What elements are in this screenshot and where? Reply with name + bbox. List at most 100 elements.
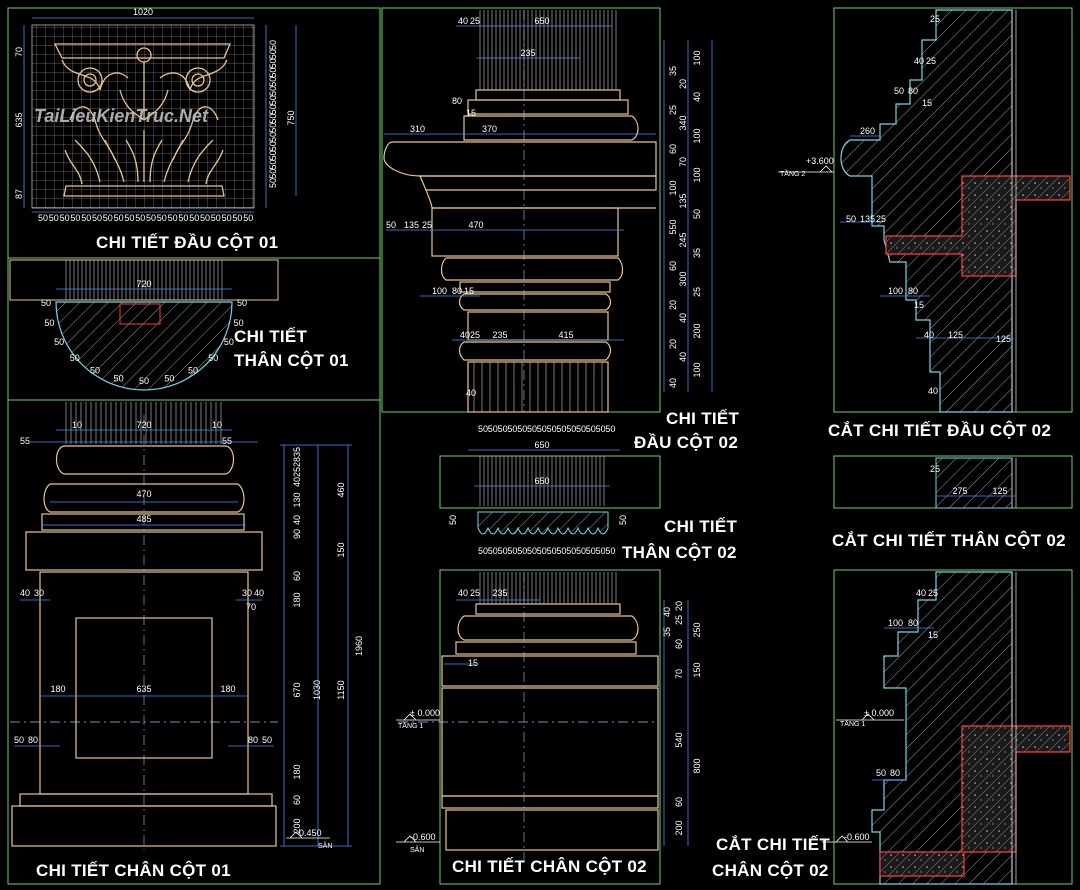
dim-section-base: 100	[888, 618, 903, 628]
dim-base02-right: 250	[692, 622, 702, 637]
dim-sec-shaft-3: 125	[992, 486, 1007, 496]
dim-shaft02-bottom-50: 50	[507, 546, 517, 556]
dim-cap02-bottom-50: 50	[605, 424, 615, 434]
dim-cap02-top-3: 650	[534, 16, 549, 26]
dim-base02-right: 800	[692, 758, 702, 773]
dim-base02-right: 60	[674, 639, 684, 649]
dim-base01-right-1: 25	[292, 467, 302, 477]
dim-shaft01-flute-50: 50	[114, 373, 124, 383]
level-tang1-label-b: TẦNG 1	[840, 718, 865, 728]
dim-cap02-top-4: 235	[520, 48, 535, 58]
level-tang2-label: TẦNG 2	[780, 168, 805, 178]
dim-cap02-w-9: 100	[432, 286, 447, 296]
dim-cap02-bottom-50: 50	[527, 424, 537, 434]
dim-cap02-right: 20	[668, 339, 678, 349]
dim-cap02-w-1: 80	[452, 96, 462, 106]
dim-shaft02-bottom-50: 50	[498, 546, 508, 556]
dim-cap02-right: 70	[678, 157, 688, 167]
dim-base02-top-3: 235	[492, 588, 507, 598]
title-capital-01: CHI TIẾT ĐẦU CỘT 01	[96, 233, 279, 252]
dim-base01-right-1: 670	[292, 682, 302, 697]
dim-cap02-right: 100	[692, 50, 702, 65]
dim-cap01-right-50: 50	[268, 169, 278, 179]
dim-cap02-right: 550	[668, 219, 678, 234]
dim-cap02-w-14: 235	[492, 330, 507, 340]
dim-shaft02-bottom-50: 50	[566, 546, 576, 556]
dim-shaft01-flute-50: 50	[208, 353, 218, 363]
dim-section-capital: 260	[860, 126, 875, 136]
dim-cap02-right: 35	[668, 66, 678, 76]
dim-section-base: 40	[916, 588, 926, 598]
dim-base02-right: 20	[674, 601, 684, 611]
dim-shaft02-side-r: 50	[618, 515, 628, 525]
dim-cap01-bottom-50: 50	[146, 213, 156, 223]
dim-cap02-right: 35	[692, 248, 702, 258]
dim-shaft02-bottom-50: 50	[537, 546, 547, 556]
dim-shaft02-bottom-50: 50	[478, 546, 488, 556]
title-base-01: CHI TIẾT CHÂN CỘT 01	[36, 861, 231, 880]
dim-base01-side-r3: 70	[246, 602, 256, 612]
dim-cap02-w-7: 135	[404, 220, 419, 230]
dim-shaft02-bottom-50: 50	[488, 546, 498, 556]
dim-cap02-right: 60	[668, 144, 678, 154]
dim-cap02-w-11: 15	[464, 286, 474, 296]
title-capital-02-line1: CHI TIẾT	[666, 409, 740, 428]
dim-cap02-right: 245	[678, 232, 688, 247]
dim-shaft02-bottom-50: 50	[527, 546, 537, 556]
dim-base02-right: 25	[674, 615, 684, 625]
dim-section-capital: 100	[888, 286, 903, 296]
level-san-2: -0.600	[410, 832, 436, 842]
dim-cap02-right: 50	[692, 209, 702, 219]
title-capital-02-line2: ĐẦU CỘT 02	[634, 433, 739, 452]
dim-section-base: 15	[928, 630, 938, 640]
dim-base02-top-1: 40	[458, 588, 468, 598]
dim-cap02-bottom-50: 50	[576, 424, 586, 434]
dim-section-capital: 15	[922, 98, 932, 108]
dim-base01-low-4: 50	[262, 735, 272, 745]
dim-base01-mid: 635	[136, 684, 151, 694]
dim-cap02-w-16: 40	[466, 388, 476, 398]
dim-base02-right: 40	[662, 607, 672, 617]
dim-cap01-bottom-50: 50	[157, 213, 167, 223]
capital-02: 40 25 650 235 80 15 310 370 470 50 135 2…	[383, 10, 713, 434]
dim-shaft02-bottom-50: 50	[576, 546, 586, 556]
dim-cap01-bottom-50: 50	[200, 213, 210, 223]
dim-cap02-bottom-50: 50	[566, 424, 576, 434]
level-tang1-value-b: ± 0.000	[864, 708, 894, 718]
dim-cap02-right: 40	[678, 313, 688, 323]
level-san-1-label: SÂN	[318, 841, 332, 850]
dim-cap02-right: 100	[668, 180, 678, 195]
dim-cap02-w-12: 40	[460, 330, 470, 340]
dim-base02-right: 200	[674, 820, 684, 835]
dim-cap01-bottom-50: 50	[222, 213, 232, 223]
dim-shaft02-bottom-50: 50	[586, 546, 596, 556]
dim-shaft02-bottom-50: 50	[556, 546, 566, 556]
dim-section-capital: 135	[860, 214, 875, 224]
title-section-base-02-line2: CHÂN CỘT 02	[712, 861, 829, 880]
dim-cap02-right: 25	[668, 105, 678, 115]
dim-cap02-right: 135	[678, 193, 688, 208]
dim-section-base: 80	[908, 618, 918, 628]
dim-base01-right-1: 40	[292, 477, 302, 487]
dim-base01-top-side-l: 55	[20, 436, 30, 446]
section-shaft-02: 25 275 125	[930, 457, 1017, 509]
dim-cap02-right: 60	[668, 261, 678, 271]
dim-section-capital: 40	[914, 56, 924, 66]
dim-cap02-right: 100	[692, 167, 702, 182]
dim-section-capital: 125	[948, 330, 963, 340]
dim-base01-right-1: 180	[292, 764, 302, 779]
dim-cap01-left-2: 635	[14, 112, 24, 127]
dim-shaft02-w2: 650	[534, 476, 549, 486]
dim-cap01-right-50: 50	[268, 49, 278, 59]
dim-cap02-right: 20	[668, 300, 678, 310]
dim-cap01-right-50: 50	[268, 132, 278, 142]
dim-section-base: 25	[928, 588, 938, 598]
dim-base02-top-2: 25	[470, 588, 480, 598]
dim-cap01-right-50: 50	[268, 104, 278, 114]
